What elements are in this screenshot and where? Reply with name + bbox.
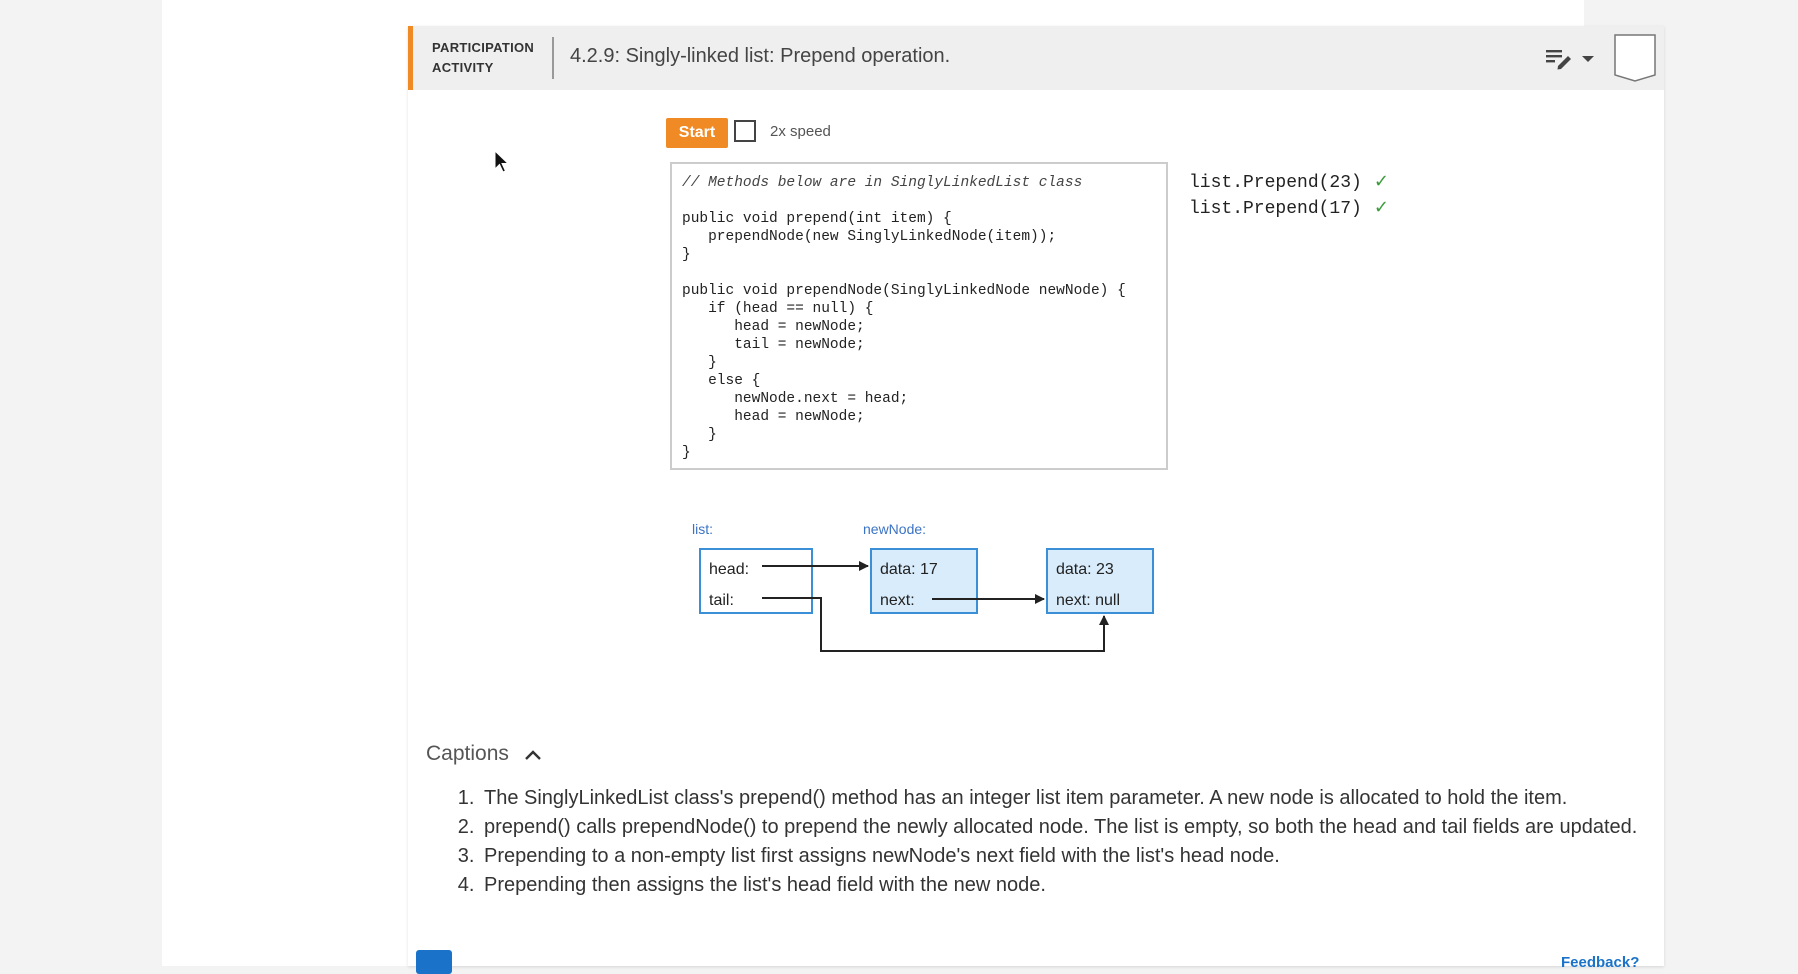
page-content: PARTICIPATION ACTIVITY 4.2.9: Singly-lin… [162, 0, 1664, 974]
node-17-next: next: [880, 592, 915, 609]
code-line: newNode.next = head; [682, 391, 909, 407]
caret-down-icon[interactable] [1581, 54, 1595, 64]
code-line: if (head == null) { [682, 301, 874, 317]
code-line: } [682, 445, 691, 461]
call-text: list.Prepend(17) [1189, 199, 1362, 219]
speed-checkbox[interactable] [734, 120, 756, 142]
code-line: // Methods below are in SinglyLinkedList… [682, 175, 1083, 191]
caption-item: Prepending then assigns the list's head … [480, 871, 1660, 900]
code-line: else { [682, 373, 761, 389]
caption-item: prepend() calls prependNode() to prepend… [480, 813, 1660, 842]
mouse-cursor-icon [494, 150, 510, 173]
code-line: prependNode(new SinglyLinkedNode(item)); [682, 229, 1057, 245]
call-log-item: list.Prepend(23) ✓ [1189, 171, 1389, 197]
tail-label: tail: [709, 592, 734, 609]
start-button[interactable]: Start [666, 118, 728, 148]
code-line: public void prependNode(SinglyLinkedNode… [682, 283, 1126, 299]
code-line: tail = newNode; [682, 337, 865, 353]
node-23-box [1046, 548, 1154, 614]
code-line: } [682, 427, 717, 443]
header-divider [552, 37, 554, 79]
linked-list-diagram: list: newNode: head: tail: data: 17 next… [692, 521, 1154, 652]
list-label: list: [692, 521, 713, 537]
tail-arrow [762, 597, 1109, 652]
code-line: } [682, 355, 717, 371]
feedback-link[interactable]: Feedback? [1561, 954, 1640, 971]
node-23-data: data: 23 [1056, 561, 1114, 578]
participation-activity-label: PARTICIPATION ACTIVITY [432, 38, 534, 78]
code-line: } [682, 247, 691, 263]
chevron-up-icon[interactable] [524, 748, 542, 762]
call-text: list.Prepend(23) [1189, 173, 1362, 193]
code-panel: // Methods below are in SinglyLinkedList… [670, 162, 1168, 470]
list-box [699, 548, 813, 614]
caption-item: The SinglyLinkedList class's prepend() m… [480, 784, 1660, 813]
check-icon: ✓ [1373, 197, 1389, 218]
activity-header: PARTICIPATION ACTIVITY 4.2.9: Singly-lin… [408, 26, 1664, 90]
pa-label-line1: PARTICIPATION [432, 40, 535, 55]
call-log-item: list.Prepend(17) ✓ [1189, 197, 1389, 223]
head-label: head: [709, 561, 749, 578]
notes-list-icon[interactable] [1544, 46, 1572, 70]
participation-activity: PARTICIPATION ACTIVITY 4.2.9: Singly-lin… [408, 26, 1664, 974]
node-23-next: next: null [1056, 592, 1120, 609]
check-icon: ✓ [1373, 171, 1389, 192]
node-17-box [870, 548, 978, 614]
speed-label: 2x speed [770, 123, 831, 140]
code-line: head = newNode; [682, 409, 865, 425]
newnode-label: newNode: [863, 521, 926, 537]
bottom-badge [416, 950, 452, 974]
node-17-data: data: 17 [880, 561, 938, 578]
code-line: head = newNode; [682, 319, 865, 335]
pa-label-line2: ACTIVITY [432, 60, 494, 75]
caption-item: Prepending to a non-empty list first ass… [480, 842, 1660, 871]
activity-title: 4.2.9: Singly-linked list: Prepend opera… [570, 45, 951, 67]
captions-title[interactable]: Captions [426, 742, 509, 765]
code-line: public void prepend(int item) { [682, 211, 952, 227]
captions-list: The SinglyLinkedList class's prepend() m… [454, 784, 1660, 900]
bookmark-icon[interactable] [1614, 34, 1656, 82]
